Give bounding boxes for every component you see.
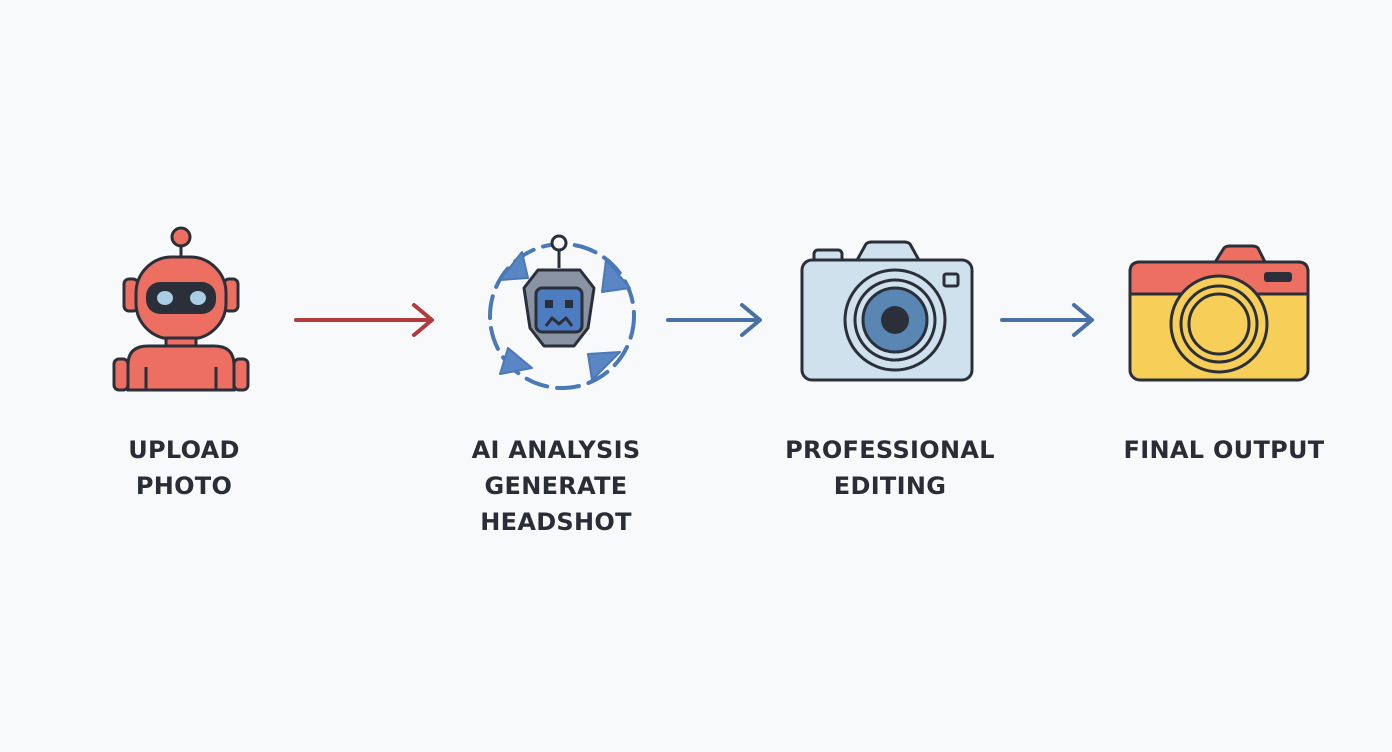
camera-icon (1128, 244, 1312, 384)
camera-icon (800, 240, 976, 384)
label-line: HEADSHOT (480, 508, 632, 536)
arrow-right-icon (294, 302, 440, 338)
step-label-upload-photo: UPLOAD PHOTO (84, 432, 284, 504)
label-line: PHOTO (135, 472, 233, 500)
step-label-professional-editing: PROFESSIONAL EDITING (768, 432, 1012, 504)
label-line: UPLOAD (128, 436, 240, 464)
step-label-final-output: FINAL OUTPUT (1104, 432, 1344, 468)
ai-robot-cycle-icon (478, 230, 646, 390)
label-line: GENERATE (484, 472, 628, 500)
step-label-ai-analysis: AI ANALYSIS GENERATE HEADSHOT (436, 432, 676, 540)
label-line: FINAL OUTPUT (1123, 436, 1325, 464)
arrow-right-icon (666, 302, 766, 338)
robot-icon (110, 225, 252, 395)
label-line: AI ANALYSIS (471, 436, 641, 464)
label-line: PROFESSIONAL (785, 436, 995, 464)
label-line: EDITING (833, 472, 947, 500)
arrow-right-icon (1000, 302, 1100, 338)
